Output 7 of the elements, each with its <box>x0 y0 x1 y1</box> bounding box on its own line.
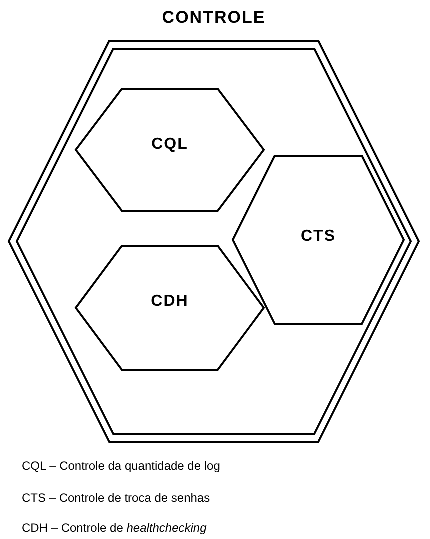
hexagon-label: CQL <box>150 136 190 154</box>
hexagon-label: CONTROLE <box>161 8 267 28</box>
legend-note: CQL – Controle da quantidade de log <box>22 459 220 473</box>
hexagon-label: CDH <box>150 293 190 311</box>
legend-note: CTS – Controle de troca de senhas <box>22 491 210 505</box>
legend-note: CDH – Controle de healthchecking <box>22 521 207 535</box>
hexagon-label: CTS <box>300 228 337 246</box>
